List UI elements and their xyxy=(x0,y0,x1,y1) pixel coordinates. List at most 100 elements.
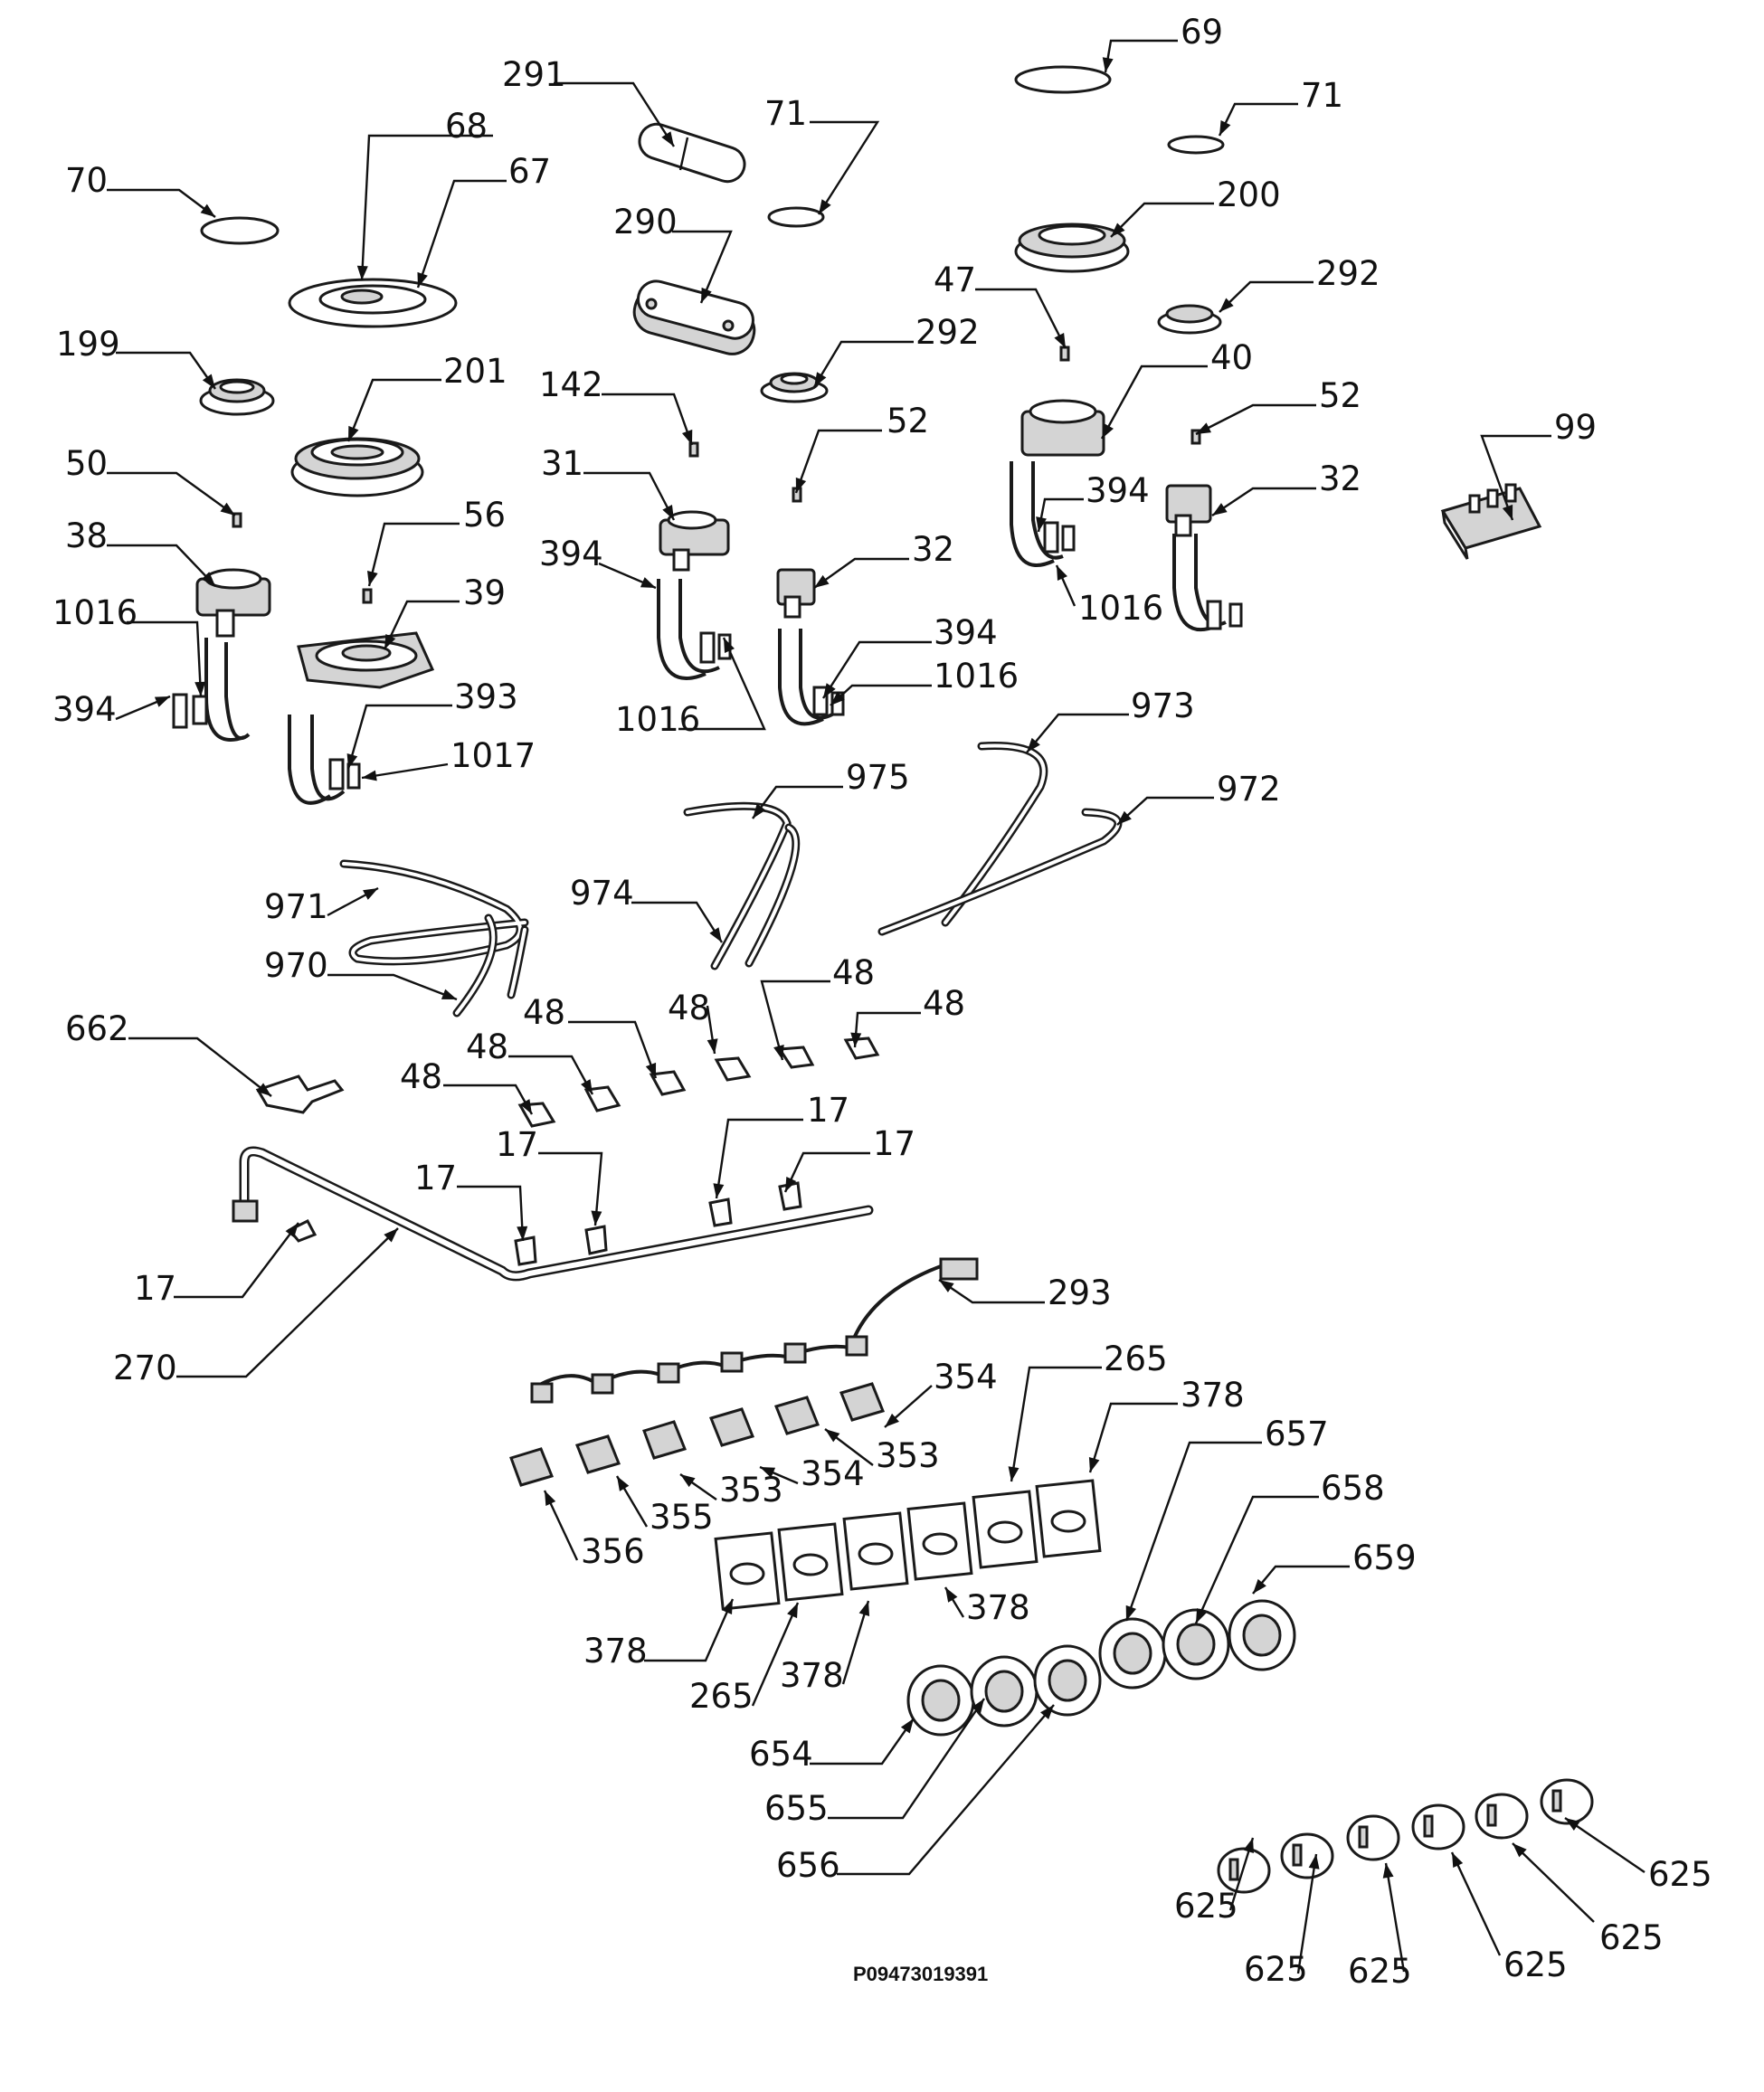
callout-270: 270 xyxy=(113,1227,399,1387)
leader-line xyxy=(1124,1441,1262,1622)
leader-line xyxy=(554,81,676,147)
arrowhead xyxy=(939,1280,954,1292)
callout-69: 69 xyxy=(1102,13,1223,73)
part-number-label: 56 xyxy=(463,496,506,535)
leader-line xyxy=(1194,1495,1319,1624)
part-number-label: 354 xyxy=(801,1454,865,1493)
callout-17: 17 xyxy=(134,1222,299,1308)
part-number-label: 48 xyxy=(832,953,875,992)
arrowhead xyxy=(346,753,358,769)
part-number-label: 265 xyxy=(1104,1339,1168,1378)
leader-line xyxy=(813,557,909,589)
callout-265: 265 xyxy=(689,1602,800,1716)
part-number-label: 378 xyxy=(780,1656,844,1695)
callout-40: 40 xyxy=(1100,338,1253,440)
part-number-label: 17 xyxy=(134,1269,176,1308)
arrowhead xyxy=(1308,1854,1320,1870)
part-number-label: 394 xyxy=(934,613,998,652)
arrowhead xyxy=(819,199,831,214)
arrowhead xyxy=(441,989,457,999)
part-number-label: 662 xyxy=(65,1009,129,1048)
part-number-label: 625 xyxy=(1174,1887,1238,1926)
leader-line xyxy=(1195,403,1316,436)
arrowhead xyxy=(823,683,836,698)
part-number-label: 200 xyxy=(1217,175,1281,214)
callout-658: 658 xyxy=(1194,1469,1385,1624)
callout-625: 625 xyxy=(1564,1817,1712,1894)
callout-394: 394 xyxy=(539,535,657,590)
part-number-label: 47 xyxy=(934,260,976,299)
callout-971: 971 xyxy=(264,886,379,926)
leader-line xyxy=(631,901,724,943)
part-number-label: 293 xyxy=(1048,1273,1112,1312)
leader-line xyxy=(821,640,932,699)
burner-ring-292-right xyxy=(1157,304,1222,335)
arrowhead xyxy=(713,1183,725,1198)
callout-52: 52 xyxy=(1195,376,1361,436)
leader-line xyxy=(841,1600,870,1685)
part-number-label: 625 xyxy=(1503,1945,1568,1984)
burner-cap-70 xyxy=(200,216,280,245)
callout-394: 394 xyxy=(52,690,171,729)
arrowhead xyxy=(753,803,766,819)
burner-ring-201 xyxy=(290,437,424,497)
part-number-label: 48 xyxy=(923,984,965,1023)
part-number-label: 52 xyxy=(887,402,929,440)
part-number-label: 1016 xyxy=(615,700,700,739)
part-number-label: 970 xyxy=(264,946,328,985)
arrowhead xyxy=(384,1228,398,1243)
part-number-label: 265 xyxy=(689,1677,754,1716)
arrowhead xyxy=(545,1491,556,1507)
callout-17: 17 xyxy=(783,1124,915,1193)
arrowhead xyxy=(1243,1838,1254,1854)
thermocouples-left xyxy=(172,638,361,805)
arrowhead xyxy=(200,204,215,217)
arrowhead xyxy=(194,681,206,696)
arrowhead xyxy=(1088,1456,1100,1472)
leader-line xyxy=(538,1151,603,1226)
arrowhead xyxy=(519,1099,532,1114)
part-number-label: 353 xyxy=(719,1471,783,1510)
callout-17: 17 xyxy=(713,1091,849,1199)
callout-17: 17 xyxy=(496,1125,603,1226)
leader-line xyxy=(602,393,694,446)
callout-662: 662 xyxy=(65,1009,272,1097)
arrowhead xyxy=(760,1467,776,1478)
callout-293: 293 xyxy=(938,1273,1112,1312)
callout-656: 656 xyxy=(776,1704,1055,1885)
callout-67: 67 xyxy=(416,152,551,289)
part-number-label: 17 xyxy=(873,1124,915,1163)
part-number-label: 625 xyxy=(1599,1918,1664,1957)
callout-290: 290 xyxy=(613,203,733,304)
arrowhead xyxy=(972,1699,984,1714)
arrowhead xyxy=(591,1210,602,1226)
callout-1016: 1016 xyxy=(615,637,766,739)
leader-line xyxy=(1384,1862,1406,1973)
part-number-label: 199 xyxy=(56,325,120,364)
part-number-label: 270 xyxy=(113,1349,177,1387)
leader-line xyxy=(1564,1817,1645,1873)
callout-394: 394 xyxy=(821,613,998,699)
arrowhead xyxy=(662,505,674,520)
callout-292: 292 xyxy=(1219,254,1380,313)
callout-50: 50 xyxy=(65,444,236,516)
part-number-label: 48 xyxy=(466,1027,508,1066)
part-number-label: 625 xyxy=(1244,1950,1308,1989)
part-number-label: 353 xyxy=(876,1436,940,1475)
arrowhead xyxy=(201,572,215,586)
leader-line xyxy=(416,179,507,289)
arrowhead xyxy=(617,1476,630,1491)
oval-burner-290 xyxy=(632,279,756,355)
part-number-label: 291 xyxy=(502,55,566,94)
part-number-label: 39 xyxy=(463,573,506,612)
arrowhead xyxy=(384,633,396,649)
gas-manifold-270 xyxy=(232,1146,874,1282)
part-number-label: 292 xyxy=(915,313,980,352)
arrowhead xyxy=(517,1226,528,1241)
arrowhead xyxy=(1502,504,1513,520)
callout-71: 71 xyxy=(764,94,880,215)
part-number-label: 354 xyxy=(934,1358,998,1396)
thermocouples-right xyxy=(1010,461,1243,632)
part-number-label: 71 xyxy=(764,94,807,133)
part-number-label: 52 xyxy=(1319,376,1361,415)
